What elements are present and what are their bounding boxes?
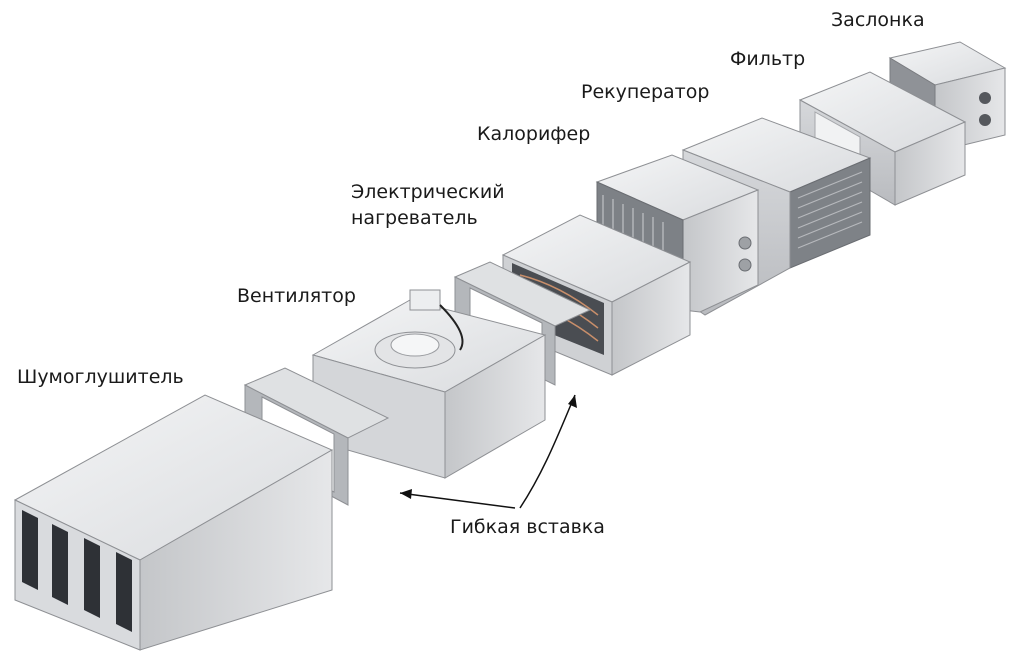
silencer-label: Шумоглушитель bbox=[17, 366, 184, 388]
electric-heater-label-line1: Электрический bbox=[351, 181, 505, 203]
arrow-to-left-insert bbox=[399, 492, 516, 509]
filter-label: Фильтр bbox=[730, 48, 806, 70]
arrow-to-right-insert bbox=[519, 394, 576, 509]
damper-label: Заслонка bbox=[831, 9, 925, 31]
flexible-insert-arrows bbox=[399, 394, 577, 509]
flexible-insert-label: Гибкая вставка bbox=[450, 516, 605, 538]
silencer-unit bbox=[13, 394, 334, 651]
electric-heater-label-line2: нагреватель bbox=[351, 206, 478, 229]
electric-heater-label: Электрический нагреватель bbox=[351, 180, 505, 231]
fan-label: Вентилятор bbox=[237, 285, 356, 307]
recuperator-label: Рекуператор bbox=[581, 81, 710, 103]
heater-label: Калорифер bbox=[477, 123, 591, 145]
